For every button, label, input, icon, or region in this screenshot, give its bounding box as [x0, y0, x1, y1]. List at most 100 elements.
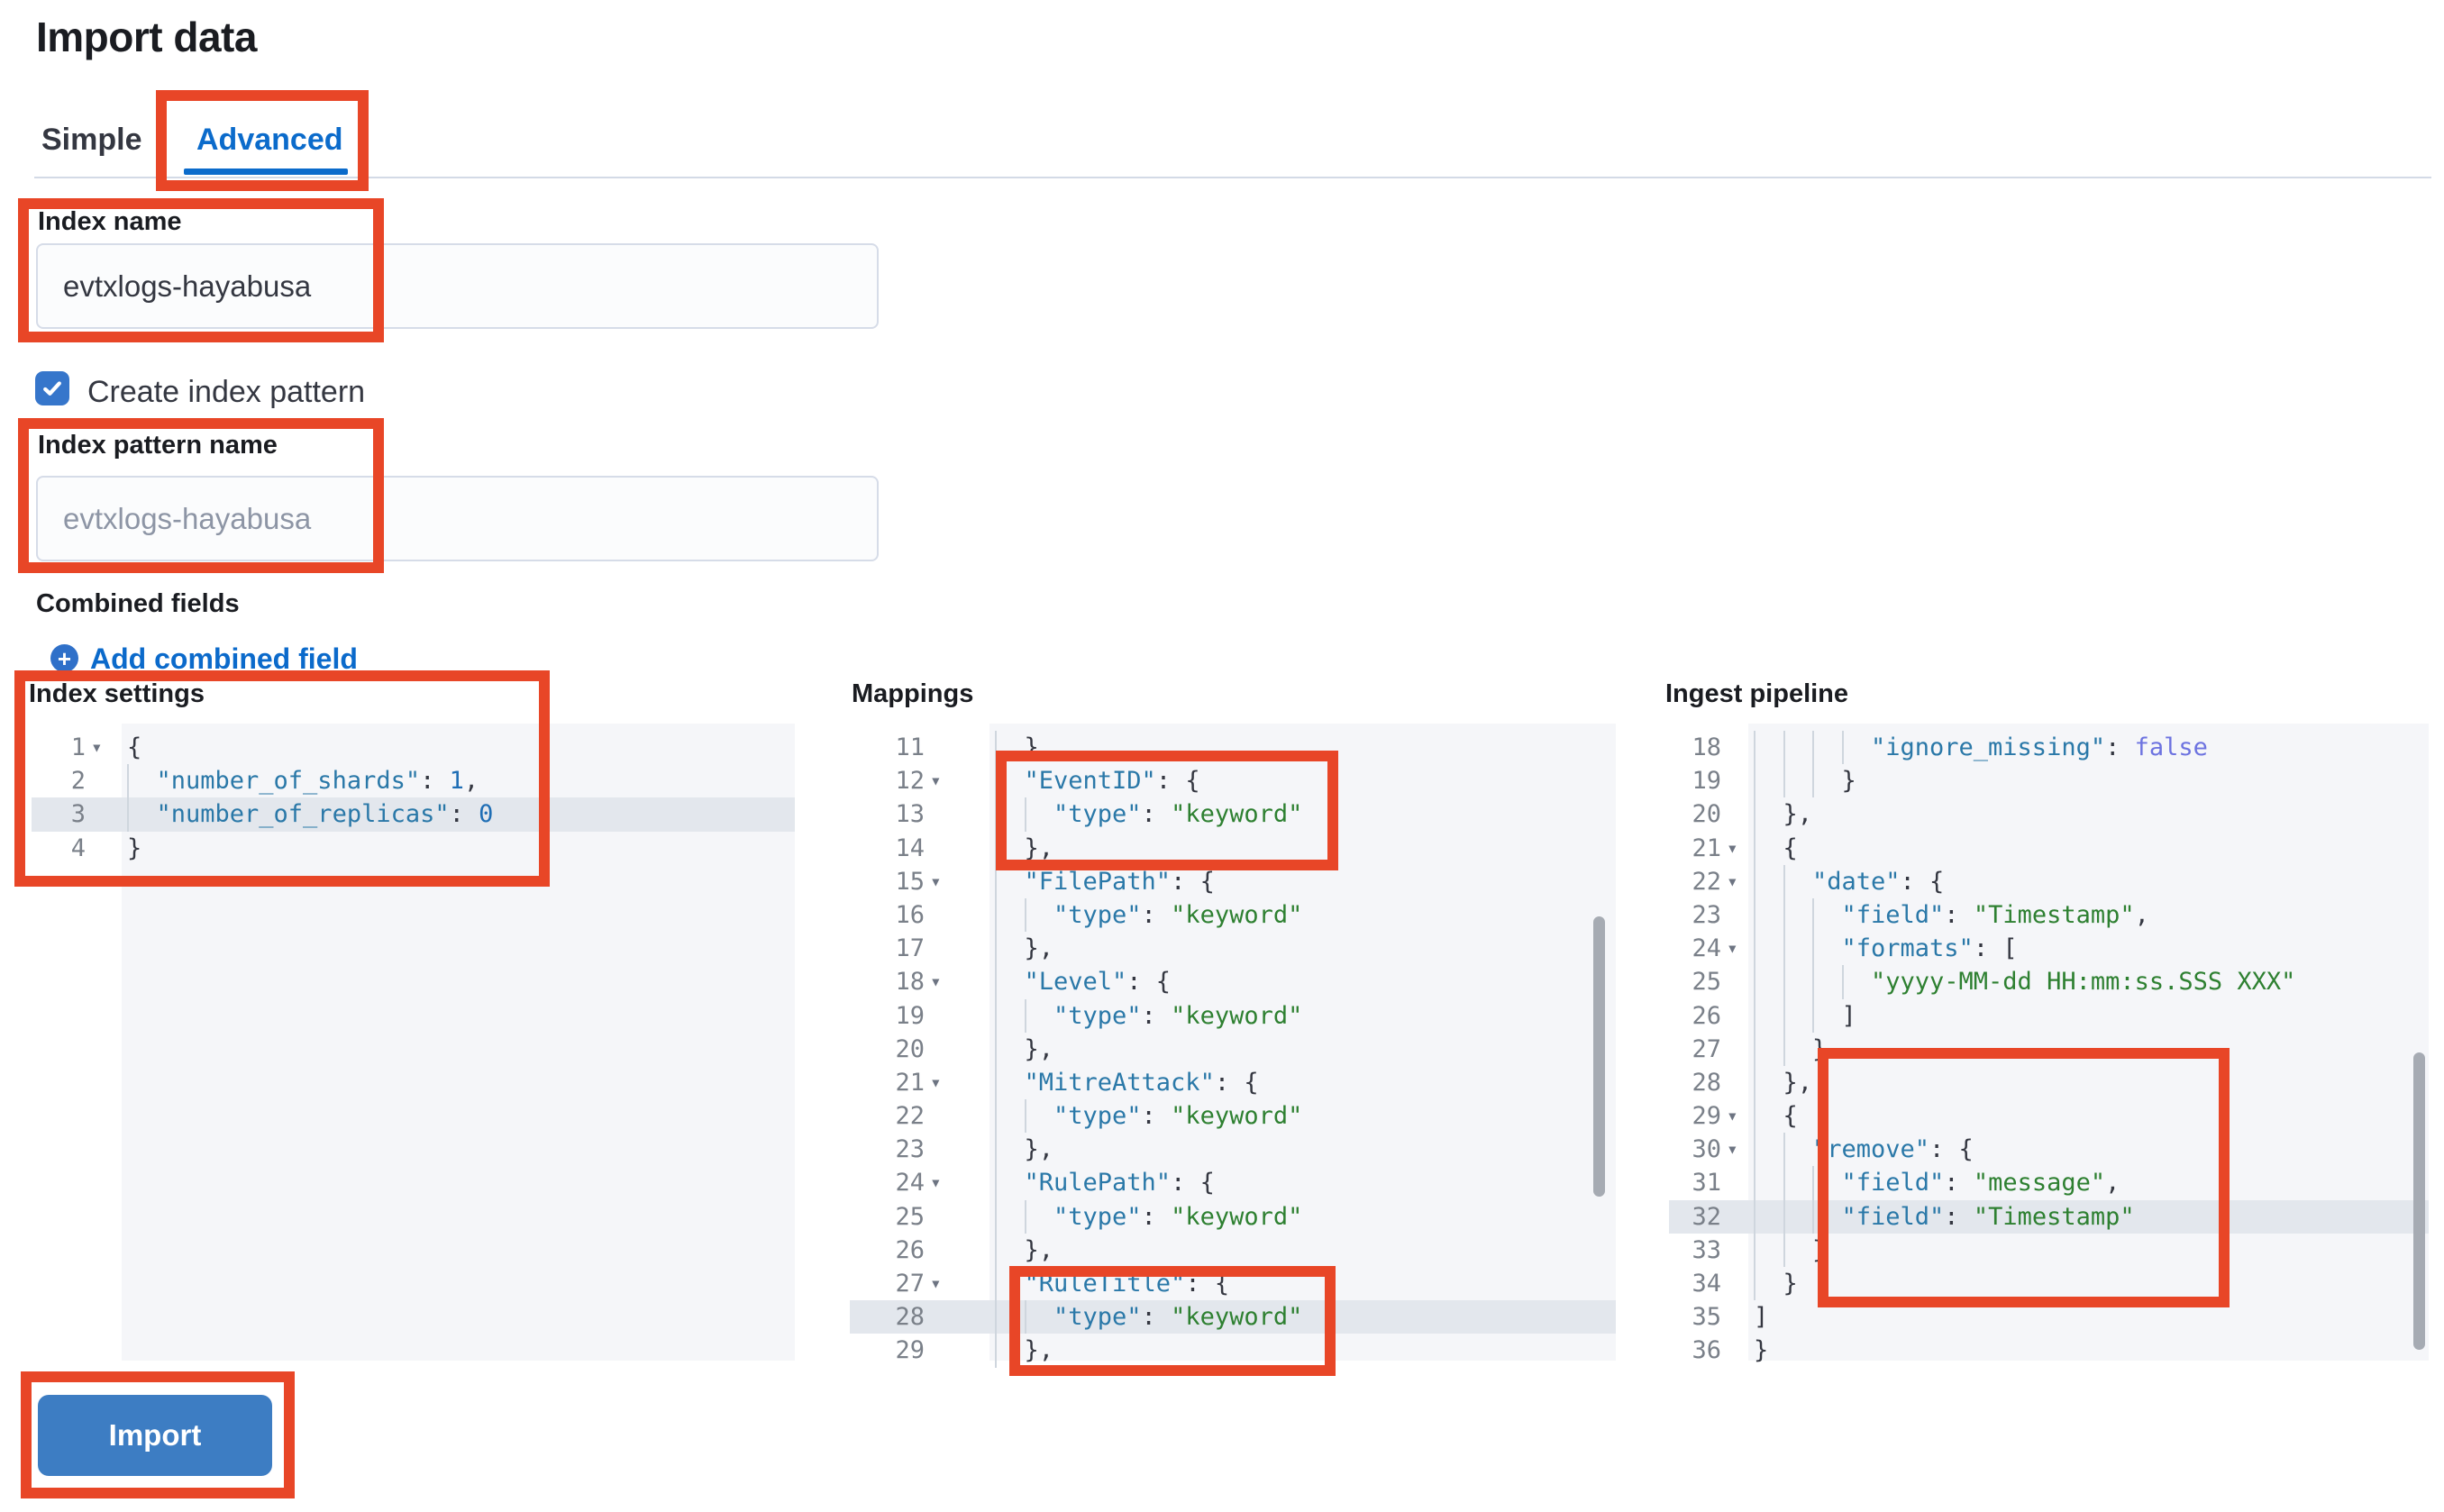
code-line: 21▾"MitreAttack": {	[850, 1065, 1616, 1100]
fold-arrow-icon[interactable]: ▾	[930, 1171, 942, 1194]
code-line: 24▾"formats": [	[1669, 932, 2429, 966]
index-name-input[interactable]: evtxlogs-hayabusa	[36, 243, 879, 329]
fold-spacer	[1721, 1267, 1748, 1300]
line-number: 34	[1692, 1270, 1721, 1298]
fold-arrow-icon[interactable]: ▾	[1727, 870, 1738, 892]
tab-simple[interactable]: Simple	[41, 123, 142, 157]
code-token: :	[1141, 1001, 1172, 1030]
indent-guide	[1754, 797, 1783, 832]
code-line: 18▾"Level": {	[850, 965, 1616, 999]
fold-arrow-icon[interactable]: ▾	[1727, 937, 1738, 960]
indent-guide	[1783, 1133, 1813, 1167]
add-combined-field-link[interactable]: Add combined field	[90, 642, 358, 675]
code-line: 2"number_of_shards": 1,	[32, 764, 795, 798]
indent-guide	[1783, 731, 1813, 765]
checkmark-icon	[41, 377, 64, 400]
code-line: 27}	[1669, 1032, 2429, 1066]
import-button[interactable]: Import	[38, 1395, 272, 1476]
index-pattern-name-label: Index pattern name	[38, 431, 278, 460]
code-line: 26]	[1669, 998, 2429, 1033]
code-line: 26},	[850, 1233, 1616, 1267]
fold-spacer	[925, 832, 989, 865]
code-token: }	[1754, 1336, 1769, 1365]
line-number: 26	[1692, 1001, 1721, 1030]
index-pattern-name-input[interactable]: evtxlogs-hayabusa	[36, 476, 879, 561]
fold-spacer	[925, 1033, 989, 1066]
fold-spacer	[925, 932, 989, 965]
mappings-scrollbar[interactable]	[1593, 916, 1605, 1197]
indent-guide	[1783, 932, 1813, 966]
code-token: {	[127, 733, 142, 761]
code-line: 15▾"FilePath": {	[850, 864, 1616, 898]
indent-guide	[1783, 965, 1813, 999]
code-token: }	[127, 833, 142, 862]
indent-guide	[995, 1300, 1025, 1334]
code-token: :	[1944, 1202, 1974, 1231]
code-token: "keyword"	[1171, 1001, 1303, 1030]
code-line: 3"number_of_replicas": 0	[32, 797, 795, 832]
indent-guide	[1812, 965, 1842, 999]
indent-guide	[1024, 897, 1054, 933]
indent-guide	[995, 965, 1025, 999]
plus-circle-icon: +	[50, 644, 78, 672]
index-settings-editor[interactable]: 1▾{2"number_of_shards": 1,3"number_of_re…	[32, 724, 795, 1361]
code-token: },	[1783, 1068, 1813, 1097]
code-line: 29▾{	[1669, 1099, 2429, 1134]
code-line: 4}	[32, 832, 795, 865]
indent-guide	[1754, 1133, 1783, 1167]
mappings-editor[interactable]: 11},12▾"EventID": {13"type": "keyword"14…	[850, 724, 1616, 1368]
line-number: 22	[895, 1102, 925, 1131]
indent-guide	[995, 1267, 1025, 1301]
fold-spacer	[925, 898, 989, 932]
fold-spacer	[86, 797, 122, 831]
line-number: 35	[1692, 1303, 1721, 1332]
line-number: 27	[895, 1270, 925, 1298]
ingest-pipeline-scrollbar[interactable]	[2413, 1052, 2425, 1350]
code-token: "field"	[1841, 1202, 1945, 1231]
code-line: 23"field": "Timestamp",	[1669, 897, 2429, 933]
editor-gutter	[1669, 724, 1748, 1361]
editor-content-area[interactable]	[989, 724, 1616, 1361]
code-token: false	[2134, 733, 2208, 761]
indent-guide	[1783, 764, 1813, 798]
fold-arrow-icon[interactable]: ▾	[1727, 836, 1738, 859]
line-number: 28	[1692, 1068, 1721, 1097]
line-number: 23	[1692, 900, 1721, 929]
fold-arrow-icon[interactable]: ▾	[1727, 1138, 1738, 1161]
line-number: 32	[1692, 1202, 1721, 1231]
code-line: 22▾"date": {	[1669, 864, 2429, 898]
indent-guide	[1783, 897, 1813, 933]
editor-content-area[interactable]	[1748, 724, 2429, 1361]
code-line: 14},	[850, 831, 1616, 865]
fold-arrow-icon[interactable]: ▾	[91, 736, 103, 758]
fold-spacer	[1721, 1066, 1748, 1099]
code-line: 27▾"RuleTitle": {	[850, 1267, 1616, 1301]
fold-arrow-icon[interactable]: ▾	[930, 1272, 942, 1294]
index-name-value: evtxlogs-hayabusa	[63, 269, 312, 303]
indent-guide	[127, 764, 157, 798]
code-token: "keyword"	[1171, 1102, 1303, 1131]
code-line: 23},	[850, 1133, 1616, 1167]
code-token: },	[1024, 934, 1054, 963]
tabs-divider	[34, 177, 2431, 178]
fold-arrow-icon[interactable]: ▾	[930, 770, 942, 792]
code-token: ,	[463, 767, 479, 796]
indent-guide	[995, 1133, 1025, 1167]
fold-arrow-icon[interactable]: ▾	[930, 870, 942, 892]
code-token: :	[1944, 1169, 1974, 1198]
code-line: 28"type": "keyword"	[850, 1300, 1616, 1334]
indent-guide	[995, 764, 1025, 798]
indent-guide	[1024, 1199, 1054, 1234]
create-index-pattern-checkbox[interactable]	[35, 371, 69, 405]
code-token: }	[1841, 767, 1856, 796]
fold-arrow-icon[interactable]: ▾	[1727, 1105, 1738, 1127]
code-token: "type"	[1053, 1102, 1142, 1131]
code-token: "FilePath"	[1024, 867, 1172, 896]
code-token: ]	[1754, 1303, 1769, 1332]
index-name-label: Index name	[38, 207, 182, 236]
tab-advanced[interactable]: Advanced	[196, 123, 343, 157]
fold-arrow-icon[interactable]: ▾	[930, 970, 942, 993]
code-token: }	[1812, 1235, 1828, 1264]
fold-arrow-icon[interactable]: ▾	[930, 1070, 942, 1093]
